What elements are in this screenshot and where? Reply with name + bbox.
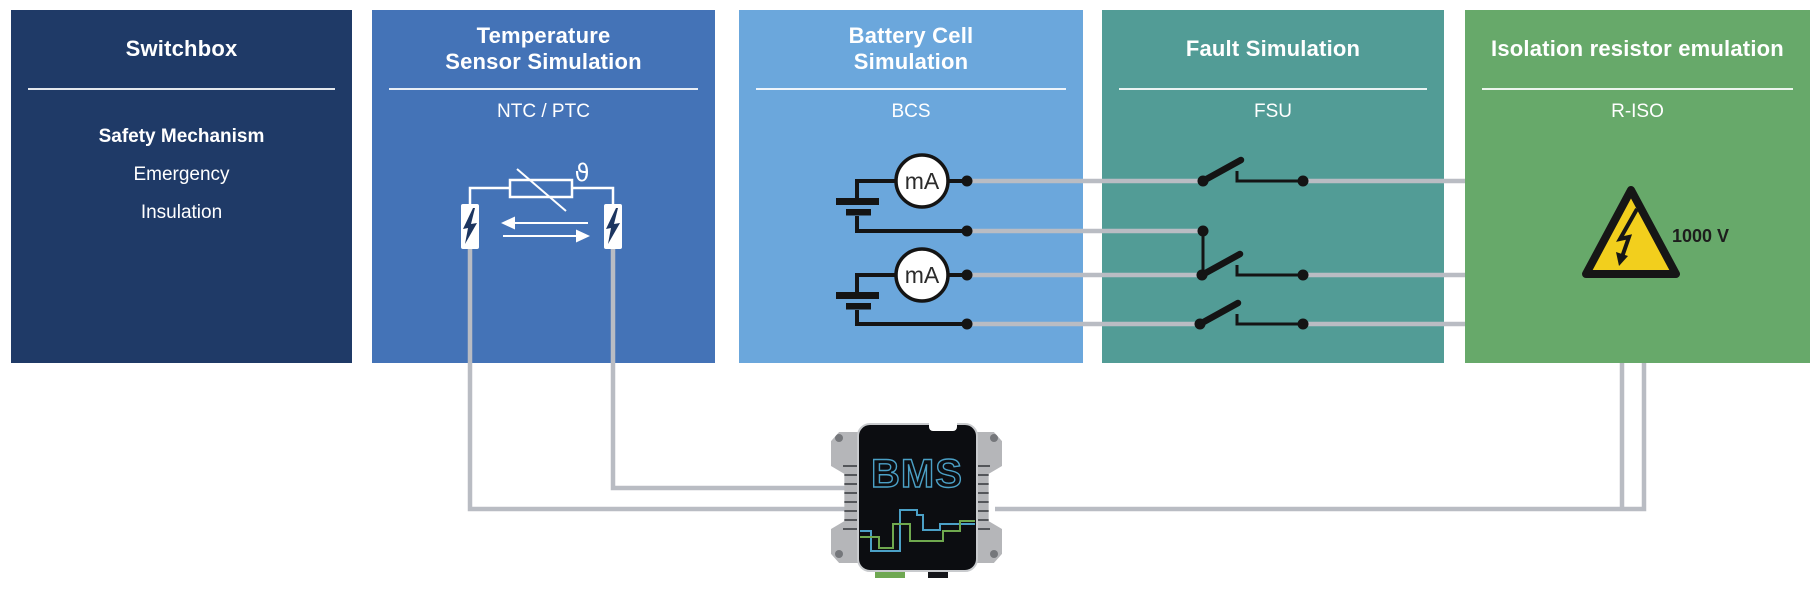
panel-title-line2: Sensor Simulation xyxy=(445,49,642,74)
panel-battery-cell-simulation: Battery Cell Simulation BCS xyxy=(739,10,1083,363)
screw-icon xyxy=(990,434,998,442)
bms-body: BMS xyxy=(857,423,978,572)
panel-title: Fault Simulation xyxy=(1102,10,1444,88)
switchbox-feature-list: Safety Mechanism Emergency Insulation xyxy=(11,118,352,232)
connector-green xyxy=(875,572,905,578)
list-item-insulation: Insulation xyxy=(140,202,223,223)
panel-subtitle: R-ISO xyxy=(1611,101,1664,122)
panel-switchbox: Switchbox Safety Mechanism Emergency Ins… xyxy=(11,10,352,363)
panel-isolation-resistor-emulation: Isolation resistor emulation R-ISO xyxy=(1465,10,1810,363)
title-divider xyxy=(756,88,1066,90)
panel-subtitle: BCS xyxy=(891,101,931,122)
panel-title-line2: Simulation xyxy=(853,49,969,74)
panel-subtitle: FSU xyxy=(1254,101,1292,122)
heatsink-fins-icon xyxy=(843,465,857,533)
wire-bms-to-riso xyxy=(995,363,1647,512)
signal-trace-green xyxy=(860,520,975,549)
mounting-bracket-left xyxy=(831,432,860,563)
panel-subtitle: NTC / PTC xyxy=(497,101,590,122)
heatsink-fins-icon xyxy=(976,465,990,533)
title-divider xyxy=(28,88,335,90)
bms-device: BMS xyxy=(829,421,1004,581)
panel-title-text: Switchbox xyxy=(125,36,238,61)
list-item-safety-mechanism: Safety Mechanism xyxy=(98,126,265,147)
title-divider xyxy=(1119,88,1427,90)
top-notch xyxy=(929,423,957,431)
panel-title-line1: Temperature xyxy=(476,23,611,48)
panel-title-line1: Battery Cell xyxy=(848,23,974,48)
screw-icon xyxy=(835,434,843,442)
screw-icon xyxy=(990,550,998,558)
bms-face: BMS xyxy=(860,451,975,552)
panel-title: Isolation resistor emulation xyxy=(1465,10,1810,88)
screw-icon xyxy=(835,550,843,558)
panel-title-text: Isolation resistor emulation xyxy=(1491,36,1784,61)
panel-title: Temperature Sensor Simulation xyxy=(372,10,715,88)
panel-title-text: Fault Simulation xyxy=(1185,36,1361,61)
signal-trace-blue xyxy=(860,509,975,552)
title-divider xyxy=(1482,88,1793,90)
panel-temperature-sensor-simulation: Temperature Sensor Simulation NTC / PTC xyxy=(372,10,715,363)
connector-dark xyxy=(928,572,948,578)
panel-title: Switchbox xyxy=(11,10,352,88)
panel-title: Battery Cell Simulation xyxy=(739,10,1083,88)
panel-fault-simulation: Fault Simulation FSU xyxy=(1102,10,1444,363)
title-divider xyxy=(389,88,698,90)
list-item-emergency: Emergency xyxy=(133,164,230,185)
bms-logo: BMS xyxy=(871,452,963,496)
